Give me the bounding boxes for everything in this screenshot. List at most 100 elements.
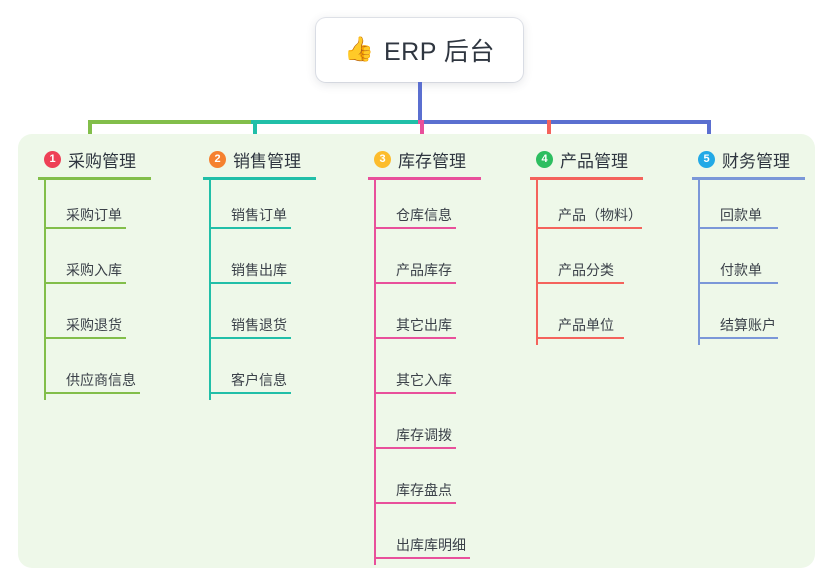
branch-trunk-line <box>374 180 376 565</box>
branch-title: 产品管理 <box>560 151 628 171</box>
branch-item-label: 出库库明细 <box>396 537 466 553</box>
branch-item[interactable]: 产品（物料） <box>530 180 643 235</box>
branch-header-rule <box>368 177 481 180</box>
branch-item[interactable]: 其它出库 <box>368 290 481 345</box>
branch-item-rule <box>374 392 456 394</box>
root-node-title: ERP 后台 <box>383 38 495 66</box>
branch-item[interactable]: 库存盘点 <box>368 455 481 510</box>
branch-item[interactable]: 产品分类 <box>530 235 643 290</box>
branch-item-rule <box>374 557 470 559</box>
branch-item-label: 销售出库 <box>231 262 287 278</box>
branch-item[interactable]: 库存调拨 <box>368 400 481 455</box>
branch-title: 采购管理 <box>68 151 136 171</box>
branch-header-5[interactable]: 5 财务管理 <box>692 146 805 172</box>
branch-item-rule <box>209 227 291 229</box>
branch-item-label: 库存盘点 <box>396 482 452 498</box>
branch-item-rule <box>536 227 642 229</box>
branch-items: 回款单付款单结算账户 <box>692 180 805 345</box>
branch-header-3[interactable]: 3 库存管理 <box>368 146 481 172</box>
branch-trunk-line <box>536 180 538 345</box>
branch-item-label: 回款单 <box>720 207 762 223</box>
branch-item-label: 采购入库 <box>66 262 122 278</box>
branch-item[interactable]: 回款单 <box>692 180 805 235</box>
bus-segment-1 <box>88 120 253 124</box>
branch-item[interactable]: 仓库信息 <box>368 180 481 235</box>
branch-item[interactable]: 产品单位 <box>530 290 643 345</box>
branch-item-label: 销售退货 <box>231 317 287 333</box>
branch-trunk-line <box>698 180 700 345</box>
bus-segment-2 <box>251 120 420 124</box>
branch-item-label: 结算账户 <box>720 317 776 333</box>
branch-item-label: 产品分类 <box>558 262 614 278</box>
branch-title: 库存管理 <box>398 151 466 171</box>
branch-item[interactable]: 销售订单 <box>203 180 316 235</box>
branch-item-label: 库存调拨 <box>396 427 452 443</box>
branch-item[interactable]: 结算账户 <box>692 290 805 345</box>
branch-item-rule <box>44 282 126 284</box>
branch-item[interactable]: 销售出库 <box>203 235 316 290</box>
branch-number-badge: 5 <box>698 150 715 168</box>
branch-column-5: 5 财务管理回款单付款单结算账户 <box>692 146 805 345</box>
branch-item-rule <box>44 392 140 394</box>
branch-item[interactable]: 采购退货 <box>38 290 151 345</box>
branch-header-rule <box>530 177 643 180</box>
branch-item-label: 付款单 <box>720 262 762 278</box>
branch-title: 财务管理 <box>722 151 790 171</box>
branch-item[interactable]: 客户信息 <box>203 345 316 400</box>
branch-number-badge: 3 <box>374 150 391 168</box>
branch-item-rule <box>698 337 778 339</box>
branch-item-label: 采购订单 <box>66 207 122 223</box>
branch-item-rule <box>536 337 624 339</box>
branch-header-rule <box>692 177 805 180</box>
branch-item[interactable]: 供应商信息 <box>38 345 151 400</box>
branch-header-1[interactable]: 1 采购管理 <box>38 146 151 172</box>
branch-column-1: 1 采购管理采购订单采购入库采购退货供应商信息 <box>38 146 151 400</box>
branch-item-rule <box>44 227 126 229</box>
branch-item-rule <box>374 447 456 449</box>
branch-header-rule <box>38 177 151 180</box>
branch-item[interactable]: 付款单 <box>692 235 805 290</box>
branch-item[interactable]: 采购入库 <box>38 235 151 290</box>
branch-item[interactable]: 采购订单 <box>38 180 151 235</box>
branch-item-rule <box>374 282 456 284</box>
root-node[interactable]: 👍 ERP 后台 <box>316 18 523 82</box>
branch-number-badge: 2 <box>209 150 226 168</box>
branch-items: 产品（物料） 产品分类产品单位 <box>530 180 643 345</box>
branch-item-rule <box>536 282 624 284</box>
drop-connector-1 <box>88 120 92 146</box>
branch-item[interactable]: 其它入库 <box>368 345 481 400</box>
branch-item-rule <box>209 282 291 284</box>
branch-item-label: 产品单位 <box>558 317 614 333</box>
branch-item-label: 产品（物料） <box>558 207 642 223</box>
branch-item[interactable]: 出库库明细 <box>368 510 481 565</box>
branch-item-rule <box>44 337 126 339</box>
branch-item-label: 产品库存 <box>396 262 452 278</box>
branch-number-badge: 1 <box>44 150 61 168</box>
branch-items: 销售订单销售出库销售退货客户信息 <box>203 180 316 400</box>
branch-items: 采购订单采购入库采购退货供应商信息 <box>38 180 151 400</box>
drop-connector-4 <box>547 120 551 146</box>
branch-item-label: 销售订单 <box>231 207 287 223</box>
branch-column-3: 3 库存管理仓库信息产品库存其它出库其它入库库存调拨库存盘点出库库明细 <box>368 146 481 565</box>
branch-item-rule <box>374 502 456 504</box>
branch-item-rule <box>374 337 456 339</box>
branch-item-rule <box>374 227 456 229</box>
root-stem-connector <box>418 82 422 124</box>
bus-segment-4 <box>420 120 709 124</box>
branch-item-label: 仓库信息 <box>396 207 452 223</box>
branch-item-label: 其它入库 <box>396 372 452 388</box>
branch-item-rule <box>698 227 778 229</box>
drop-connector-3 <box>420 120 424 146</box>
branch-item-rule <box>209 337 291 339</box>
branch-item[interactable]: 产品库存 <box>368 235 481 290</box>
branch-item-label: 采购退货 <box>66 317 122 333</box>
branch-item-label: 供应商信息 <box>66 372 136 388</box>
branch-item-label: 客户信息 <box>231 372 287 388</box>
branch-trunk-line <box>44 180 46 400</box>
branch-header-rule <box>203 177 316 180</box>
branch-item[interactable]: 销售退货 <box>203 290 316 345</box>
branch-trunk-line <box>209 180 211 400</box>
